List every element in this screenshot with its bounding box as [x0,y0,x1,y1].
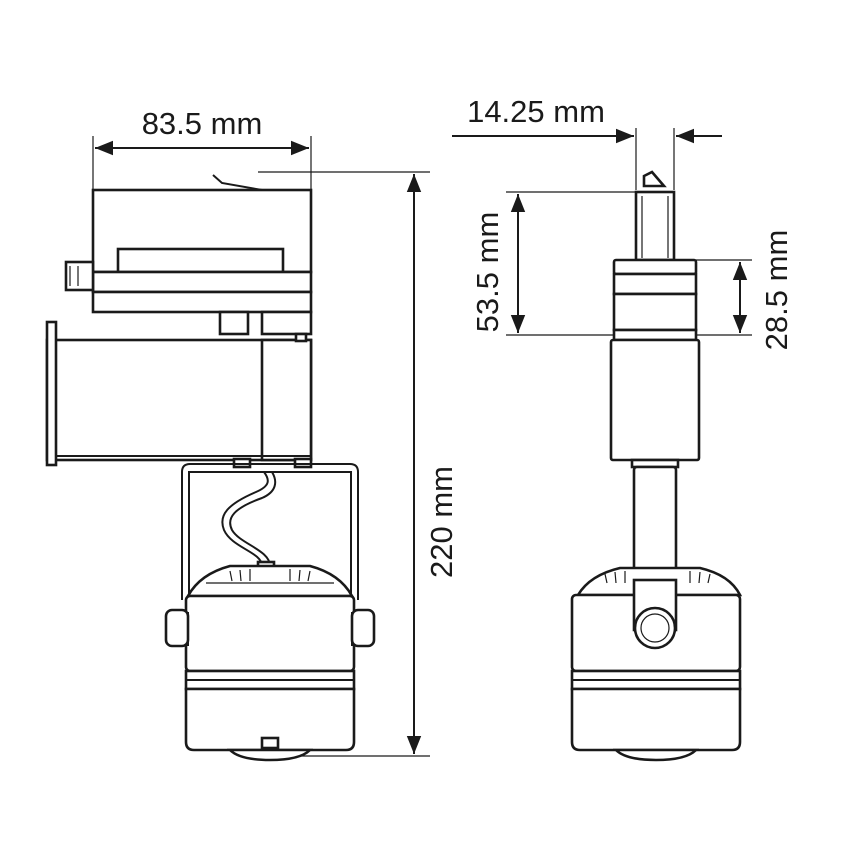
front-spot-head [164,564,376,762]
adapter-height-label: 53.5 mm [470,212,505,333]
front-view [45,174,376,762]
front-adapter-head [64,174,313,336]
adapter-lower-label: 28.5 mm [759,230,794,351]
side-driver-housing [609,338,701,469]
front-driver-housing [45,320,313,469]
dimension-adapter-lower [696,259,752,336]
depth-label: 14.25 mm [467,94,605,129]
side-view [570,170,743,762]
dimension-depth [452,128,722,190]
total-height-label: 220 mm [424,466,459,578]
dimension-total-height [258,171,430,757]
width-label: 83.5 mm [142,106,263,141]
dimension-width [92,136,312,190]
side-adapter [612,170,698,342]
side-arm [570,465,743,762]
dimension-adapter-height [506,191,636,336]
